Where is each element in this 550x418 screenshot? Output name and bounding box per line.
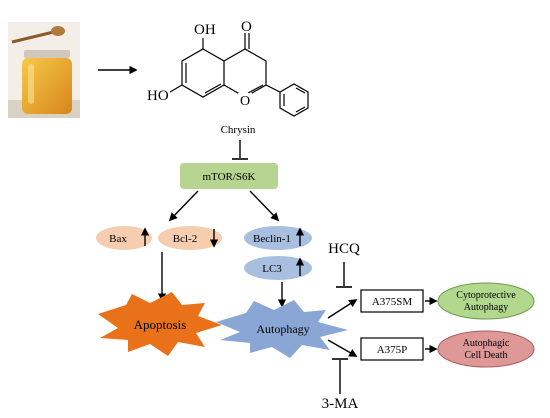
bcl2-label: Bcl-2 [173, 233, 197, 245]
beclin1-marker [244, 226, 312, 250]
cell-death-line2: Cell Death [464, 350, 507, 361]
chrysin-oxo: O [241, 19, 252, 35]
a375p-label: A375P [377, 344, 408, 356]
autophagic-cell-death-result [437, 330, 535, 368]
beclin1-label: Beclin-1 [253, 233, 291, 245]
apoptosis-label: Apoptosis [134, 317, 187, 332]
chrysin-oh-top: OH [194, 22, 216, 38]
three-ma-label: 3-MA [322, 396, 359, 412]
honey-jar-image [8, 22, 80, 118]
bcl2-marker [158, 226, 222, 250]
a375sm-label: A375SM [372, 296, 413, 308]
autophagy-starburst [216, 300, 348, 358]
bax-label: Bax [109, 233, 127, 245]
a375sm-box [360, 289, 424, 313]
apoptosis-starburst [98, 292, 222, 356]
mtor-to-apoptosis-arrow [168, 190, 199, 222]
cytoprotective-line1: Cytoprotective [456, 290, 516, 301]
autophagy-label: Autophagy [256, 322, 309, 336]
lc3-marker [244, 256, 312, 280]
cell-death-line1: Autophagic [463, 338, 510, 349]
a375p-box [360, 337, 424, 361]
autophagy-to-a375p-arrow [327, 339, 358, 357]
mtor-s6k-box [180, 163, 278, 189]
bax-marker [96, 226, 152, 250]
chrysin-ring-o: O [240, 94, 250, 109]
autophagy-to-a375sm-arrow [327, 299, 358, 319]
cytoprotective-line2: Autophagy [464, 302, 508, 313]
lc3-label: LC3 [262, 263, 282, 275]
chrysin-label: Chrysin [221, 124, 256, 136]
cytoprotective-autophagy-result [437, 282, 535, 320]
hcq-label: HCQ [328, 241, 360, 257]
mtor-s6k-label: mTOR/S6K [203, 171, 256, 183]
mtor-to-autophagy-arrow [249, 190, 280, 222]
chrysin-ho-left: HO [147, 88, 169, 104]
